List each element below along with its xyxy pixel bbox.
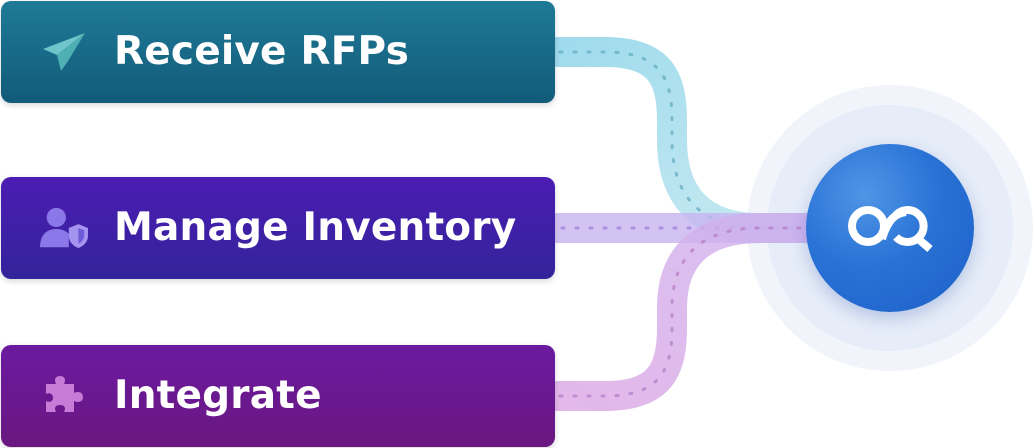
receive-rfps-card: Receive RFPs (1, 1, 555, 103)
puzzle-piece-icon (40, 375, 88, 417)
aq-logo-icon (844, 199, 936, 257)
integrate-label: Integrate (114, 373, 322, 418)
hub-circle (806, 144, 974, 312)
receive-rfps-label: Receive RFPs (114, 29, 410, 74)
connector-integrate (555, 213, 808, 411)
manage-inventory-label: Manage Inventory (114, 205, 517, 250)
connector-rfps (555, 37, 808, 243)
user-shield-icon (40, 207, 88, 249)
integrate-card: Integrate (1, 345, 555, 447)
paper-plane-icon (40, 31, 88, 73)
manage-inventory-card: Manage Inventory (1, 177, 555, 279)
